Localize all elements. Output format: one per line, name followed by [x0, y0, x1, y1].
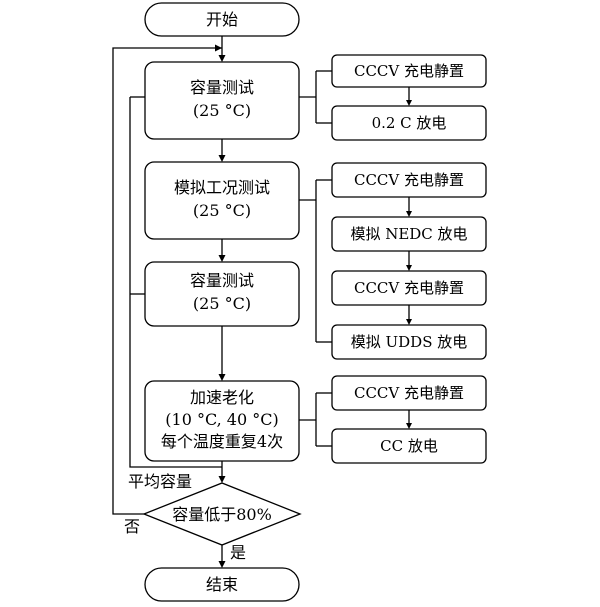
arrowhead: [218, 561, 226, 568]
substep-cccv-charge-rest-4: CCCV 充电静置: [331, 375, 487, 411]
arrowhead: [215, 44, 222, 52]
start-node: 开始: [144, 2, 300, 37]
capacity-test-step-1: 容量测试 (25 °C): [144, 61, 300, 140]
substep-label: CCCV 充电静置: [354, 62, 464, 80]
step-repeat-note: 每个温度重复4次: [161, 432, 283, 451]
arrowhead: [406, 265, 412, 271]
step-title: 容量测试: [190, 78, 254, 97]
substep-cccv-charge-rest-2: CCCV 充电静置: [331, 162, 487, 198]
start-label: 开始: [206, 10, 238, 29]
substep-label: 模拟 UDDS 放电: [351, 333, 468, 351]
step-title: 容量测试: [190, 271, 254, 290]
arrowhead: [406, 423, 412, 429]
decision-label: 容量低于80%: [172, 505, 272, 524]
yes-label: 是: [230, 543, 246, 562]
substep-label: CC 放电: [380, 437, 438, 455]
substep-0.2c-discharge: 0.2 C 放电: [331, 105, 487, 141]
arrowhead: [218, 55, 226, 62]
arrowhead: [406, 211, 412, 217]
arrowhead: [406, 100, 412, 106]
substep-label: 模拟 NEDC 放电: [350, 225, 467, 243]
substep-nedc-discharge: 模拟 NEDC 放电: [331, 216, 487, 252]
substep-cc-discharge: CC 放电: [331, 428, 487, 464]
arrowhead: [218, 255, 226, 262]
step-temperature: (25 °C): [193, 201, 251, 220]
substep-udds-discharge: 模拟 UDDS 放电: [331, 324, 487, 360]
step-temperature: (25 °C): [193, 101, 251, 120]
substep-label: CCCV 充电静置: [354, 279, 464, 297]
substep-label: CCCV 充电静置: [354, 384, 464, 402]
substep-cccv-charge-rest-1: CCCV 充电静置: [331, 54, 487, 88]
avg-capacity-label: 平均容量: [128, 472, 192, 491]
substep-label: 0.2 C 放电: [372, 114, 447, 132]
arrowhead: [218, 476, 226, 483]
end-node: 结束: [144, 567, 300, 602]
no-label: 否: [124, 517, 140, 536]
step-temperature: (25 °C): [193, 294, 251, 313]
substep-label: CCCV 充电静置: [354, 171, 464, 189]
end-label: 结束: [206, 575, 238, 594]
capacity-test-step-2: 容量测试 (25 °C): [144, 261, 300, 327]
decision-node: 容量低于80%: [142, 482, 302, 546]
accelerated-aging-step: 加速老化 (10 °C, 40 °C) 每个温度重复4次: [144, 380, 300, 462]
arrowhead: [218, 374, 226, 381]
drive-cycle-test-step: 模拟工况测试 (25 °C): [144, 161, 300, 240]
arrowhead: [218, 155, 226, 162]
substep-cccv-charge-rest-3: CCCV 充电静置: [331, 270, 487, 306]
avg-capacity-feed-line: [129, 97, 222, 468]
no-loop-line: [112, 47, 222, 515]
step-temperature: (10 °C, 40 °C): [165, 410, 278, 429]
arrowhead: [406, 319, 412, 325]
step-title: 模拟工况测试: [174, 178, 270, 197]
step-title: 加速老化: [190, 388, 254, 407]
